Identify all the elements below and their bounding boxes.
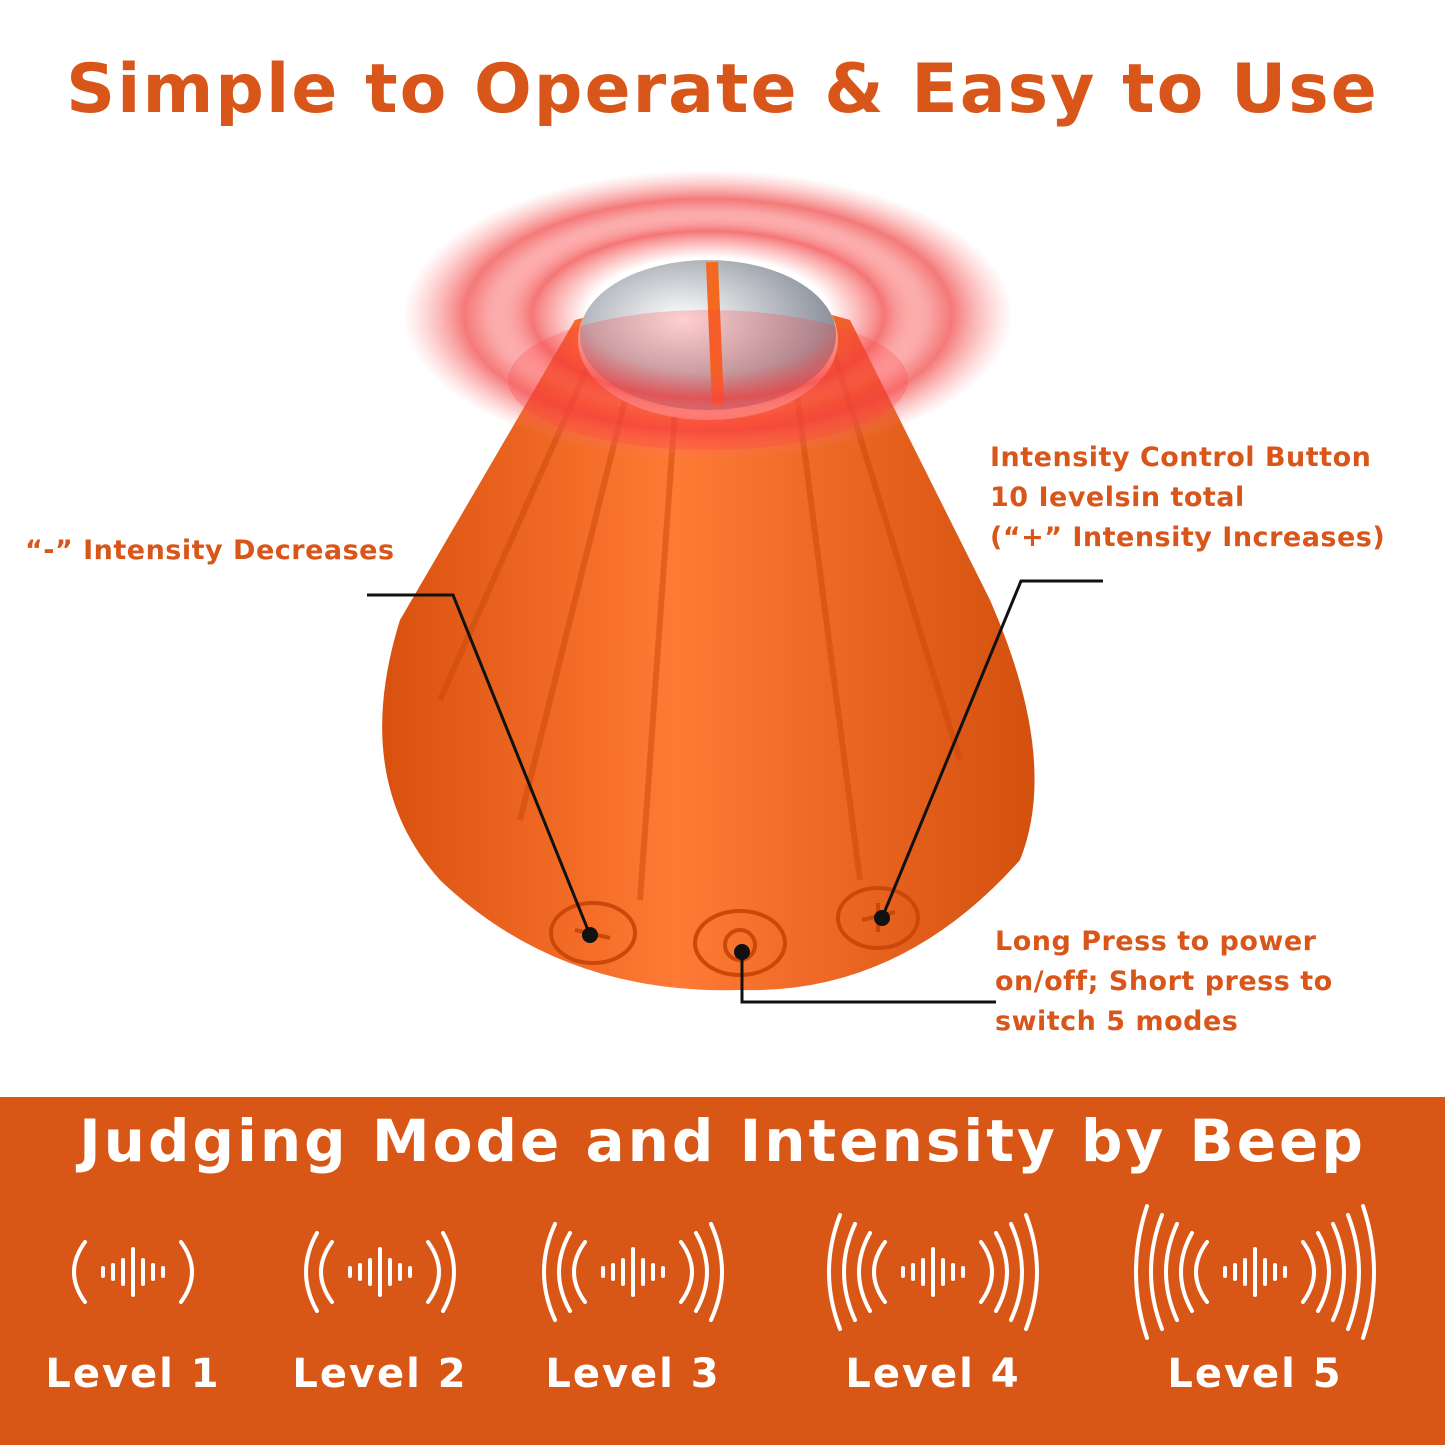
- sound-wave-icon: [72, 1240, 194, 1304]
- power-annotation-line: switch 5 modes: [995, 1006, 1239, 1037]
- wave-arc: [1316, 1231, 1331, 1313]
- sound-wave-icon: [542, 1222, 724, 1322]
- pulse-ring-inner: [488, 210, 928, 420]
- power-annotation-line: Long Press to power: [995, 926, 1317, 957]
- wave-arc: [694, 1231, 709, 1313]
- wave-arc: [319, 1240, 334, 1304]
- wave-arc: [1331, 1222, 1346, 1322]
- level-4: Level 4: [783, 1187, 1083, 1397]
- wave-arc: [679, 1240, 694, 1304]
- wave-arc: [1301, 1240, 1316, 1304]
- wave-arc: [572, 1240, 587, 1304]
- level-label: Level 2: [292, 1351, 468, 1397]
- wave-arc: [1134, 1204, 1149, 1340]
- level-1: Level 1: [0, 1187, 283, 1397]
- sound-wave-icon: [1134, 1204, 1376, 1340]
- level-5: Level 5: [1105, 1187, 1405, 1397]
- sound-wave-icon: [304, 1231, 456, 1313]
- wave-arc: [994, 1231, 1009, 1313]
- wave-arc: [842, 1222, 857, 1322]
- page-title: Simple to Operate & Easy to Use: [66, 50, 1379, 129]
- power-annotation-line: on/off; Short press to: [995, 966, 1333, 997]
- beep-levels-banner: Judging Mode and Intensity by Beep Level…: [0, 1097, 1445, 1445]
- wave-arc: [979, 1240, 994, 1304]
- wave-arc: [1179, 1231, 1194, 1313]
- wave-arc: [304, 1231, 319, 1313]
- wave-arc: [1009, 1222, 1024, 1322]
- wave-arc: [441, 1231, 456, 1313]
- plus-annotation-line: (“+” Intensity Increases): [990, 522, 1386, 553]
- wave-arc: [1346, 1213, 1361, 1331]
- power-annotation: Long Press to power on/off; Short press …: [995, 922, 1333, 1042]
- wave-arc: [179, 1240, 194, 1304]
- plus-annotation-line: 10 Ievelsin total: [990, 482, 1245, 513]
- power-button: [693, 909, 787, 977]
- banner-title: Judging Mode and Intensity by Beep: [79, 1107, 1366, 1175]
- wave-arc: [557, 1231, 572, 1313]
- level-label: Level 3: [545, 1351, 721, 1397]
- level-3: Level 3: [483, 1187, 783, 1397]
- plus-annotation-line: Intensity Control Button: [990, 442, 1372, 473]
- wave-arc: [1024, 1213, 1039, 1331]
- plus-annotation: Intensity Control Button 10 Ievelsin tot…: [990, 438, 1385, 558]
- level-label: Level 5: [1167, 1351, 1343, 1397]
- wave-arc: [1361, 1204, 1376, 1340]
- minus-annotation: “-” Intensity Decreases: [25, 535, 395, 566]
- wave-arc: [72, 1240, 87, 1304]
- level-2: Level 2: [230, 1187, 530, 1397]
- wave-arc: [426, 1240, 441, 1304]
- sound-wave-icon: [827, 1213, 1039, 1331]
- wave-arc: [857, 1231, 872, 1313]
- wave-arc: [1164, 1222, 1179, 1322]
- wave-arc: [827, 1213, 842, 1331]
- level-label: Level 1: [45, 1351, 221, 1397]
- wave-arc: [872, 1240, 887, 1304]
- wave-arc: [542, 1222, 557, 1322]
- wave-arc: [709, 1222, 724, 1322]
- callout-lines: [367, 579, 1103, 1004]
- wave-arc: [1149, 1213, 1164, 1331]
- product-illustration: [367, 170, 1103, 1004]
- wave-arc: [1194, 1240, 1209, 1304]
- level-label: Level 4: [845, 1351, 1021, 1397]
